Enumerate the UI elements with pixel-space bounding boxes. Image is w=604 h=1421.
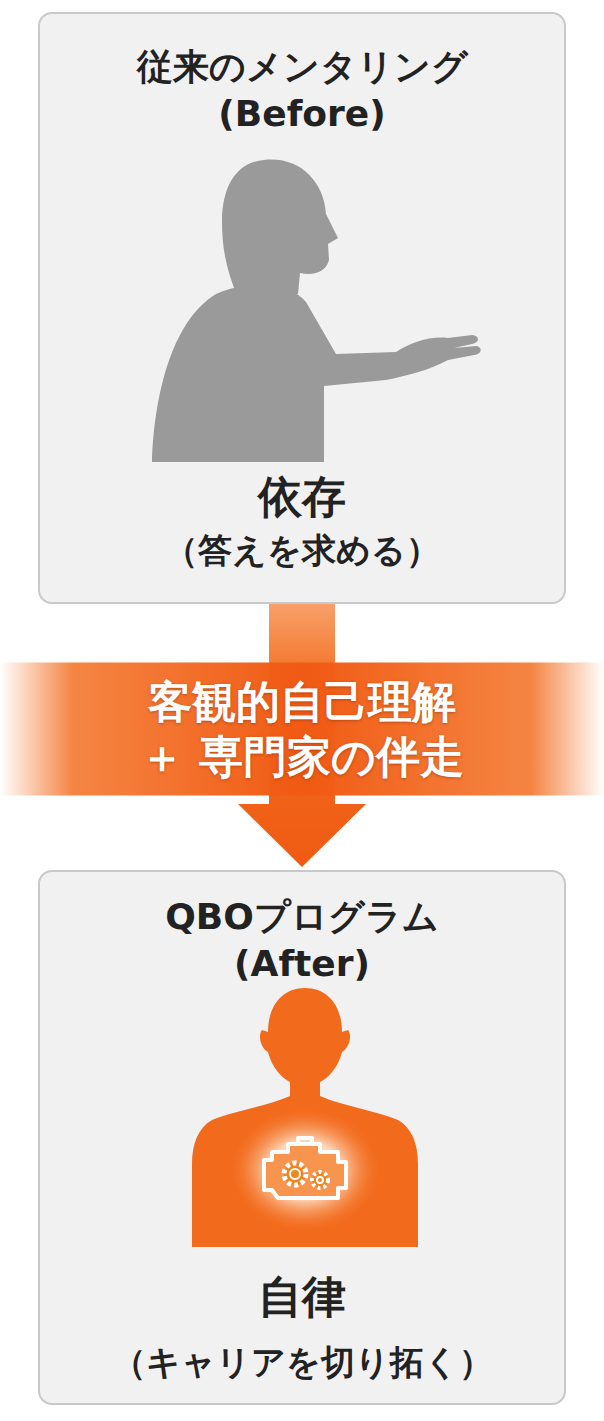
box-heading: QBOプログラム (After) [112, 894, 492, 988]
flow-arrow [0, 604, 604, 867]
arrow-label: 客観的自己理解 ＋ 専門家の伴走 [135, 674, 469, 784]
box-heading: 従来のメンタリング (Before) [112, 44, 492, 138]
state-description: （キャリアを切り拓く） [52, 1340, 552, 1384]
state-description: （答えを求める） [52, 528, 552, 572]
state-label: 自律 [62, 1268, 542, 1325]
process-box: QBOプログラム (After) 自律 （キャリアを切り拓く） [38, 870, 566, 1405]
arrow-band [0, 663, 604, 796]
process-box: 従来のメンタリング (Before) 依存（答えを求める） [38, 12, 566, 604]
state-label: 依存 [62, 468, 542, 525]
